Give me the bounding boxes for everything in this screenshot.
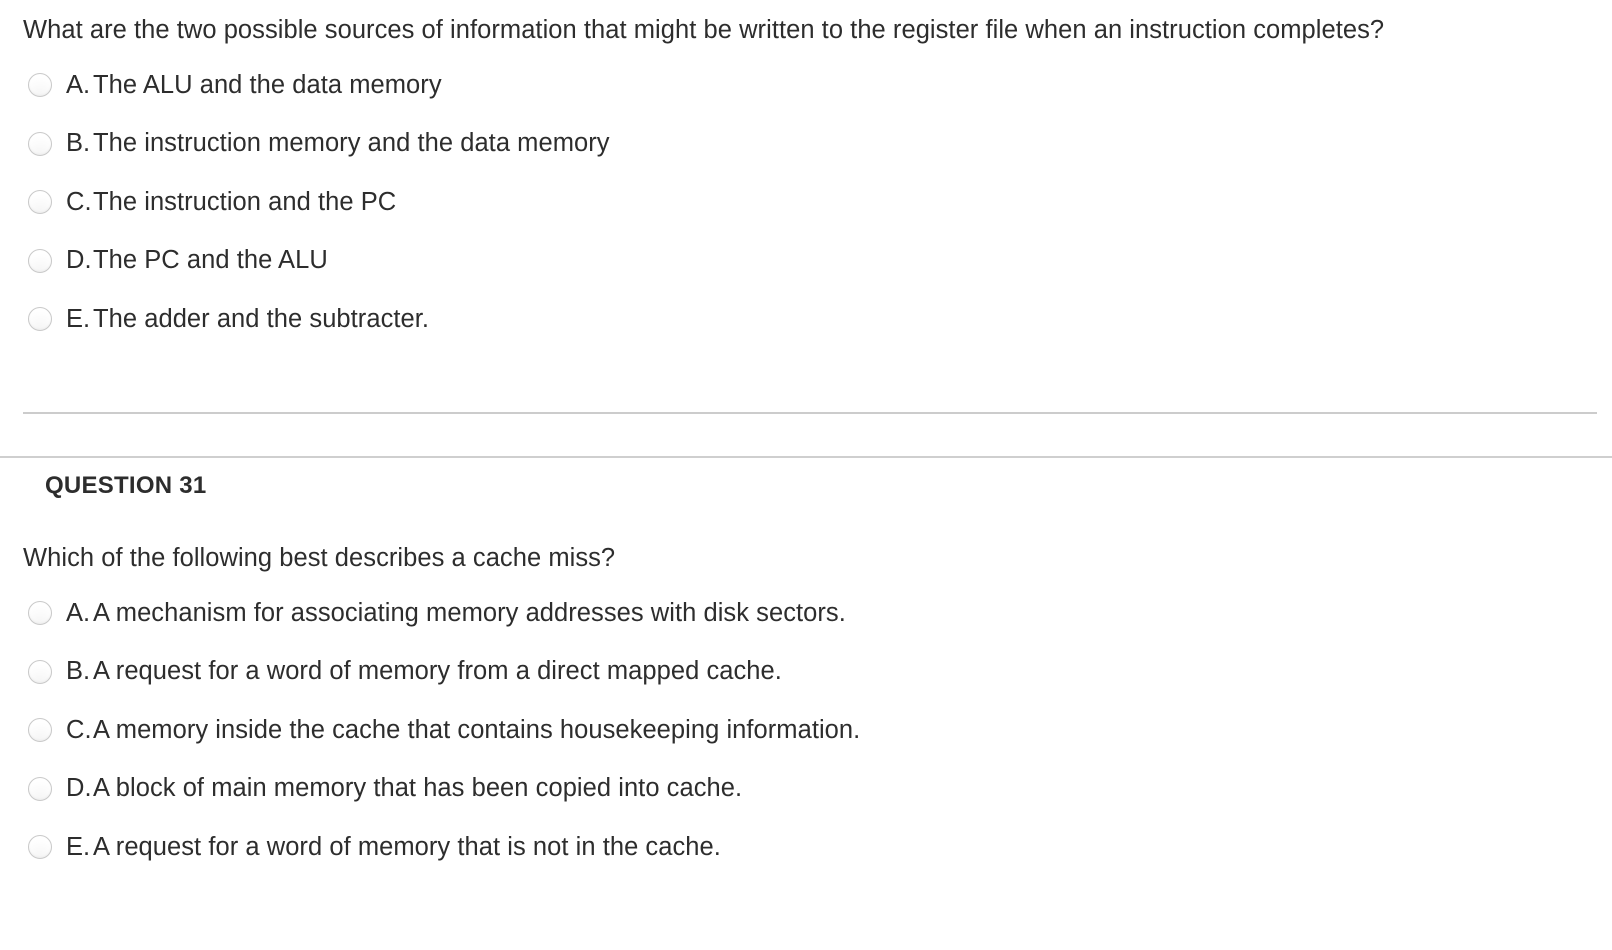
option-label-c: C. A memory inside the cache that contai… bbox=[66, 715, 860, 746]
option-label-e: E. A request for a word of memory that i… bbox=[66, 832, 721, 863]
radio-button-e[interactable] bbox=[28, 835, 52, 860]
option-text-b: A request for a word of memory from a di… bbox=[93, 657, 782, 686]
option-row-c[interactable]: C. A memory inside the cache that contai… bbox=[28, 701, 860, 760]
option-row-b[interactable]: B. The instruction memory and the data m… bbox=[28, 115, 610, 174]
option-row-d[interactable]: D. The PC and the ALU bbox=[28, 232, 610, 291]
option-letter-a: A. bbox=[66, 598, 91, 627]
option-text-a: A mechanism for associating memory addre… bbox=[93, 598, 846, 627]
option-letter-d: D. bbox=[66, 774, 92, 803]
radio-button-a[interactable] bbox=[28, 73, 52, 98]
option-label-a: A. A mechanism for associating memory ad… bbox=[66, 598, 846, 629]
options-list: A. The ALU and the data memory B. The in… bbox=[28, 56, 610, 349]
radio-button-e[interactable] bbox=[28, 307, 52, 332]
option-row-a[interactable]: A. The ALU and the data memory bbox=[28, 56, 610, 115]
radio-button-a[interactable] bbox=[28, 601, 52, 626]
option-letter-e: E. bbox=[66, 832, 91, 861]
option-letter-a: A. bbox=[66, 70, 91, 99]
option-text-a: The ALU and the data memory bbox=[93, 70, 442, 99]
radio-button-d[interactable] bbox=[28, 248, 52, 273]
radio-button-c[interactable] bbox=[28, 190, 52, 215]
radio-button-c[interactable] bbox=[28, 718, 52, 743]
option-label-a: A. The ALU and the data memory bbox=[66, 70, 442, 101]
option-letter-b: B. bbox=[66, 129, 91, 158]
option-row-c[interactable]: C. The instruction and the PC bbox=[28, 173, 610, 232]
option-row-a[interactable]: A. A mechanism for associating memory ad… bbox=[28, 584, 860, 643]
option-text-e: A request for a word of memory that is n… bbox=[93, 832, 721, 861]
radio-button-b[interactable] bbox=[28, 659, 52, 684]
option-label-b: B. A request for a word of memory from a… bbox=[66, 656, 782, 687]
option-row-b[interactable]: B. A request for a word of memory from a… bbox=[28, 643, 860, 702]
option-text-c: The instruction and the PC bbox=[93, 187, 397, 216]
option-label-c: C. The instruction and the PC bbox=[66, 187, 396, 218]
option-row-d[interactable]: D. A block of main memory that has been … bbox=[28, 760, 860, 819]
option-text-c: A memory inside the cache that contains … bbox=[93, 715, 861, 744]
radio-button-b[interactable] bbox=[28, 131, 52, 156]
option-text-d: A block of main memory that has been cop… bbox=[93, 774, 743, 803]
option-text-b: The instruction memory and the data memo… bbox=[93, 129, 610, 158]
option-letter-c: C. bbox=[66, 187, 92, 216]
option-label-d: D. A block of main memory that has been … bbox=[66, 773, 742, 804]
option-letter-d: D. bbox=[66, 246, 92, 275]
options-list: A. A mechanism for associating memory ad… bbox=[28, 584, 860, 877]
question-divider-full bbox=[0, 456, 1612, 458]
question-header: QUESTION 31 bbox=[45, 472, 207, 499]
radio-button-d[interactable] bbox=[28, 776, 52, 801]
option-letter-b: B. bbox=[66, 657, 91, 686]
option-text-d: The PC and the ALU bbox=[93, 246, 328, 275]
option-label-d: D. The PC and the ALU bbox=[66, 245, 328, 276]
option-text-e: The adder and the subtracter. bbox=[93, 304, 430, 333]
option-label-b: B. The instruction memory and the data m… bbox=[66, 128, 610, 159]
question-prompt: Which of the following best describes a … bbox=[23, 544, 616, 572]
option-letter-c: C. bbox=[66, 715, 92, 744]
option-letter-e: E. bbox=[66, 304, 91, 333]
question-divider-inset bbox=[23, 412, 1597, 414]
question-prompt: What are the two possible sources of inf… bbox=[23, 16, 1385, 44]
option-row-e[interactable]: E. The adder and the subtracter. bbox=[28, 290, 610, 349]
option-label-e: E. The adder and the subtracter. bbox=[66, 304, 429, 335]
option-row-e[interactable]: E. A request for a word of memory that i… bbox=[28, 818, 860, 877]
